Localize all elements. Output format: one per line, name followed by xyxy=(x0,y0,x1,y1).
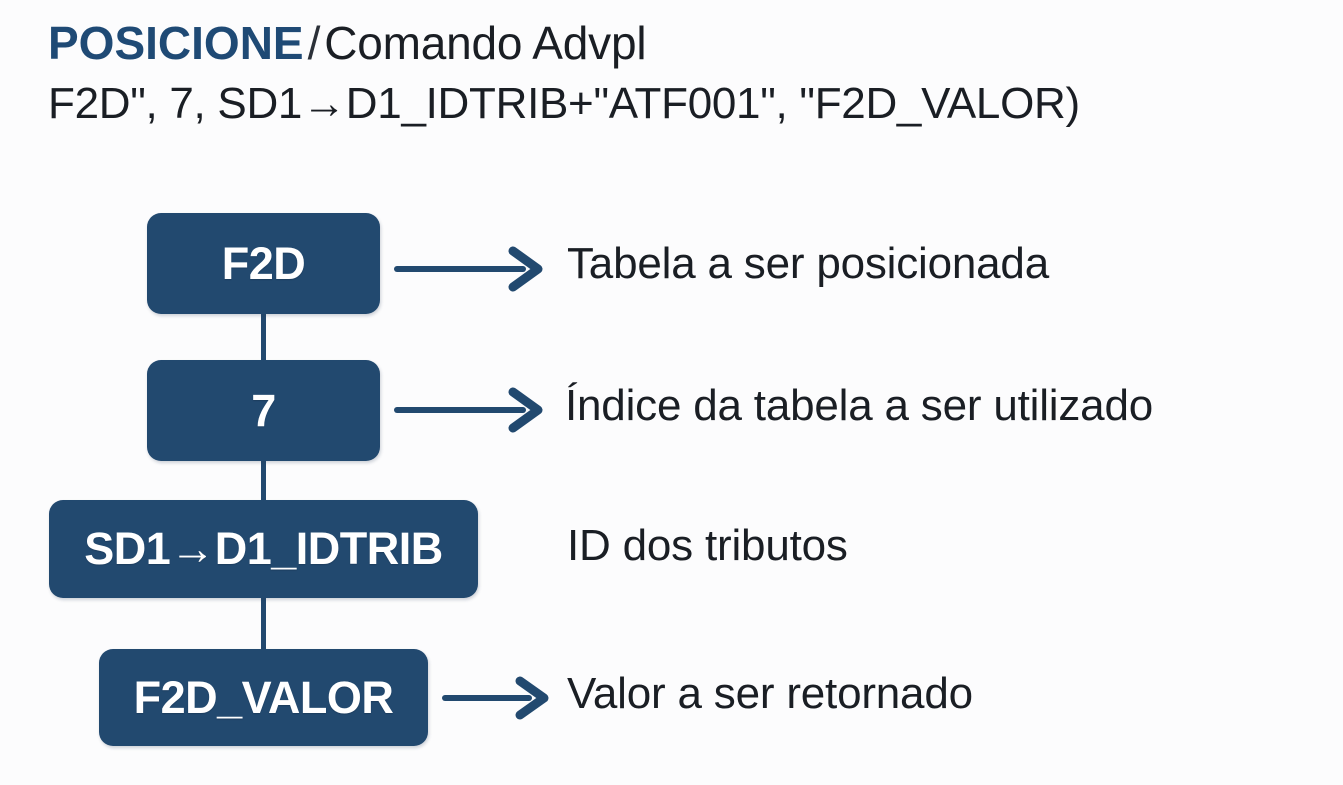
arrow-right-icon xyxy=(394,387,550,433)
connector-line-3-4 xyxy=(261,596,266,651)
description-text: Valor a ser retornado xyxy=(567,669,973,718)
param-box-idtrib[interactable]: SD1→D1_IDTRIB xyxy=(49,500,478,598)
title-block: POSICIONE/Comando Advpl F2D", 7, SD1→D1_… xyxy=(48,14,1318,132)
param-box-label: F2D_VALOR xyxy=(133,671,394,723)
title-subtitle: Comando Advpl xyxy=(324,17,647,69)
page-title: POSICIONE/Comando Advpl xyxy=(48,14,1318,72)
arrow-right-icon xyxy=(394,246,550,292)
title-keyword: POSICIONE xyxy=(48,17,304,69)
connector-line-1-2 xyxy=(261,312,266,362)
param-box-valor[interactable]: F2D_VALOR xyxy=(99,649,428,746)
parameter-flow-diagram: F2D 7 SD1→D1_IDTRIB F2D_VALOR xyxy=(0,196,1343,766)
description-text: Tabela a ser posicionada xyxy=(567,239,1049,288)
arrow-right-icon xyxy=(442,675,555,721)
param-box-label: F2D xyxy=(221,237,306,289)
description-text: Índice da tabela a ser utilizado xyxy=(565,381,1153,430)
param-box-f2d[interactable]: F2D xyxy=(147,213,380,314)
code-signature-line: F2D", 7, SD1→D1_IDTRIB+"ATF001", "F2D_VA… xyxy=(48,79,1080,128)
connector-line-2-3 xyxy=(261,459,266,502)
param-box-label: 7 xyxy=(251,384,276,436)
param-box-index[interactable]: 7 xyxy=(147,360,380,461)
description-text: ID dos tributos xyxy=(567,521,848,570)
title-separator: / xyxy=(307,17,321,69)
param-box-label: SD1→D1_IDTRIB xyxy=(84,523,443,574)
